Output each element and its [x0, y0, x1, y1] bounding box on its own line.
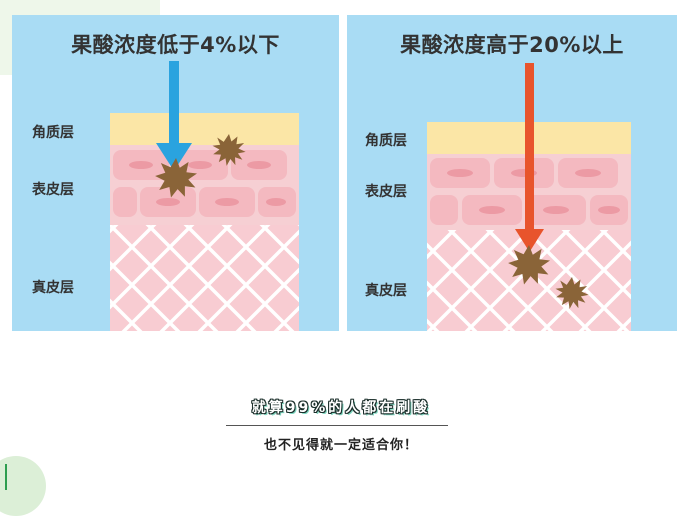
burst-marker — [155, 158, 197, 198]
burst-marker — [555, 277, 589, 309]
low-concentration-skin-diagram — [110, 61, 299, 331]
caption-divider — [226, 425, 448, 426]
high-concentration-panel: 果酸浓度高于20%以上 角质层 表皮层 真皮层 — [347, 15, 677, 331]
corner-accent-line — [5, 464, 7, 490]
epidermis-label: 表皮层 — [365, 184, 407, 200]
epidermis-nuclei — [447, 169, 620, 214]
burst-marker — [212, 134, 246, 166]
dermis-layer — [110, 225, 299, 331]
caption-headline: 就算99%的人都在刷酸 — [251, 400, 431, 416]
stratum-corneum-label: 角质层 — [365, 133, 407, 149]
caption-subline: 也不见得就一定适合你！ — [263, 438, 418, 453]
low-arrow — [156, 61, 192, 171]
panel-title: 果酸浓度低于4%以下 — [71, 33, 280, 57]
high-concentration-skin-diagram — [427, 63, 631, 331]
high-arrow — [515, 63, 544, 252]
low-concentration-panel: 果酸浓度低于4%以下 角质层 表皮层 真皮层 — [12, 15, 339, 331]
dermis-label: 真皮层 — [32, 280, 74, 296]
stratum-corneum-label: 角质层 — [32, 125, 74, 141]
stratum-corneum-layer — [110, 113, 299, 145]
epidermis-label: 表皮层 — [32, 182, 74, 198]
dermis-label: 真皮层 — [365, 283, 407, 299]
burst-marker — [508, 245, 550, 285]
panel-title: 果酸浓度高于20%以上 — [400, 33, 624, 57]
epidermis-nuclei — [129, 161, 286, 206]
